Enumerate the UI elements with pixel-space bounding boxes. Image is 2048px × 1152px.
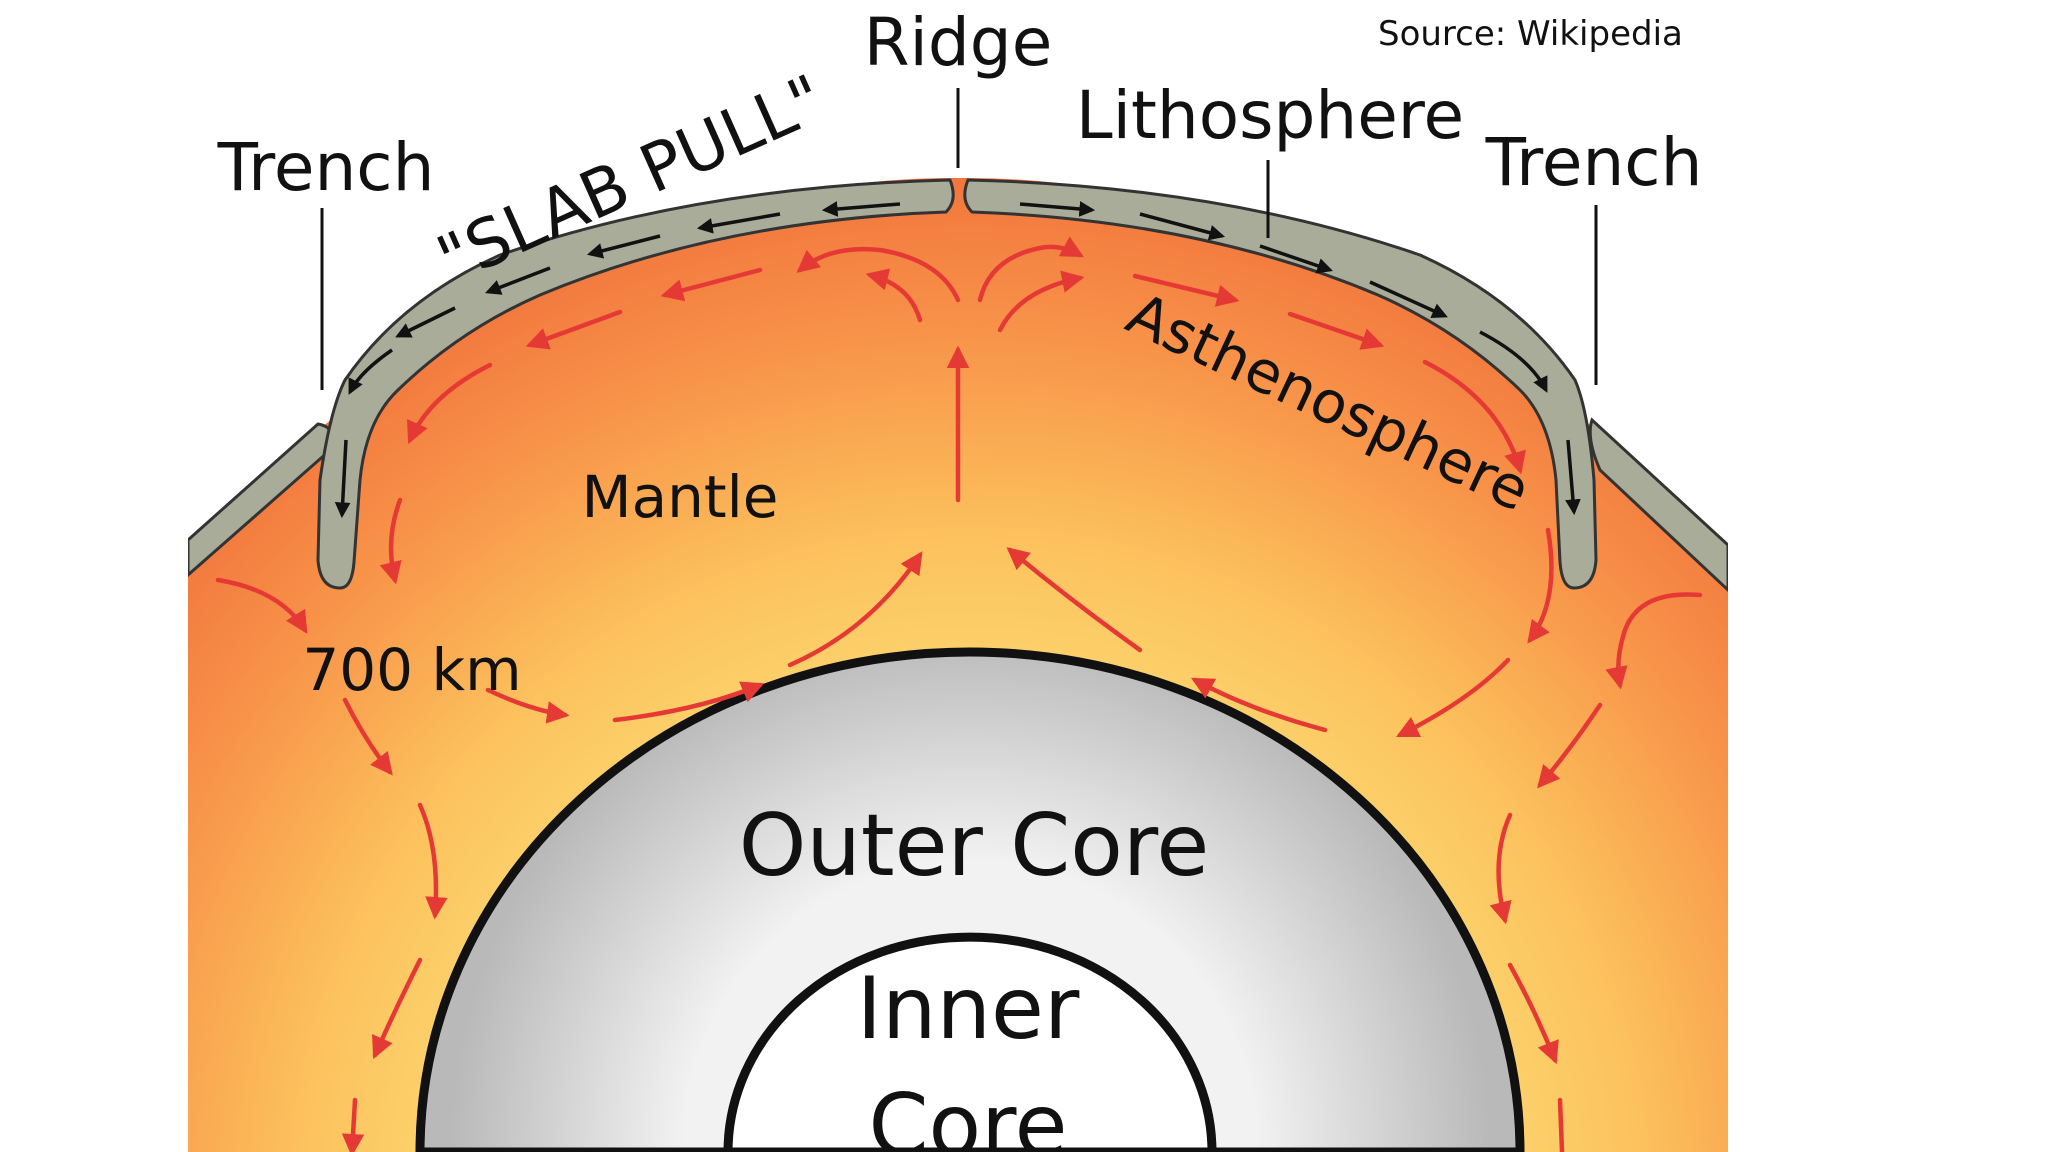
right-overriding-plate [1588, 417, 1728, 593]
outer-core-label: Outer Core [739, 796, 1210, 896]
depth-label: 700 km [302, 636, 521, 704]
mantle-label: Mantle [582, 463, 779, 531]
trench-left-label: Trench [217, 129, 435, 206]
inner-core-label-line1: Inner [857, 959, 1080, 1059]
right-lithosphere-plate [963, 178, 1598, 590]
plate-motion-arrows [334, 201, 1581, 519]
inner-core-region [723, 932, 1217, 1152]
ridge-label: Ridge [864, 4, 1053, 81]
trench-right-label: Trench [1485, 124, 1703, 201]
convection-arrows [215, 236, 1703, 1152]
left-lithosphere-plate [316, 178, 955, 590]
inner-core-label-line2: Core [868, 1076, 1067, 1152]
source-credit: Source: Wikipedia [1378, 14, 1683, 54]
lithosphere-label: Lithosphere [1076, 77, 1464, 154]
outer-core-region [415, 647, 1525, 1152]
